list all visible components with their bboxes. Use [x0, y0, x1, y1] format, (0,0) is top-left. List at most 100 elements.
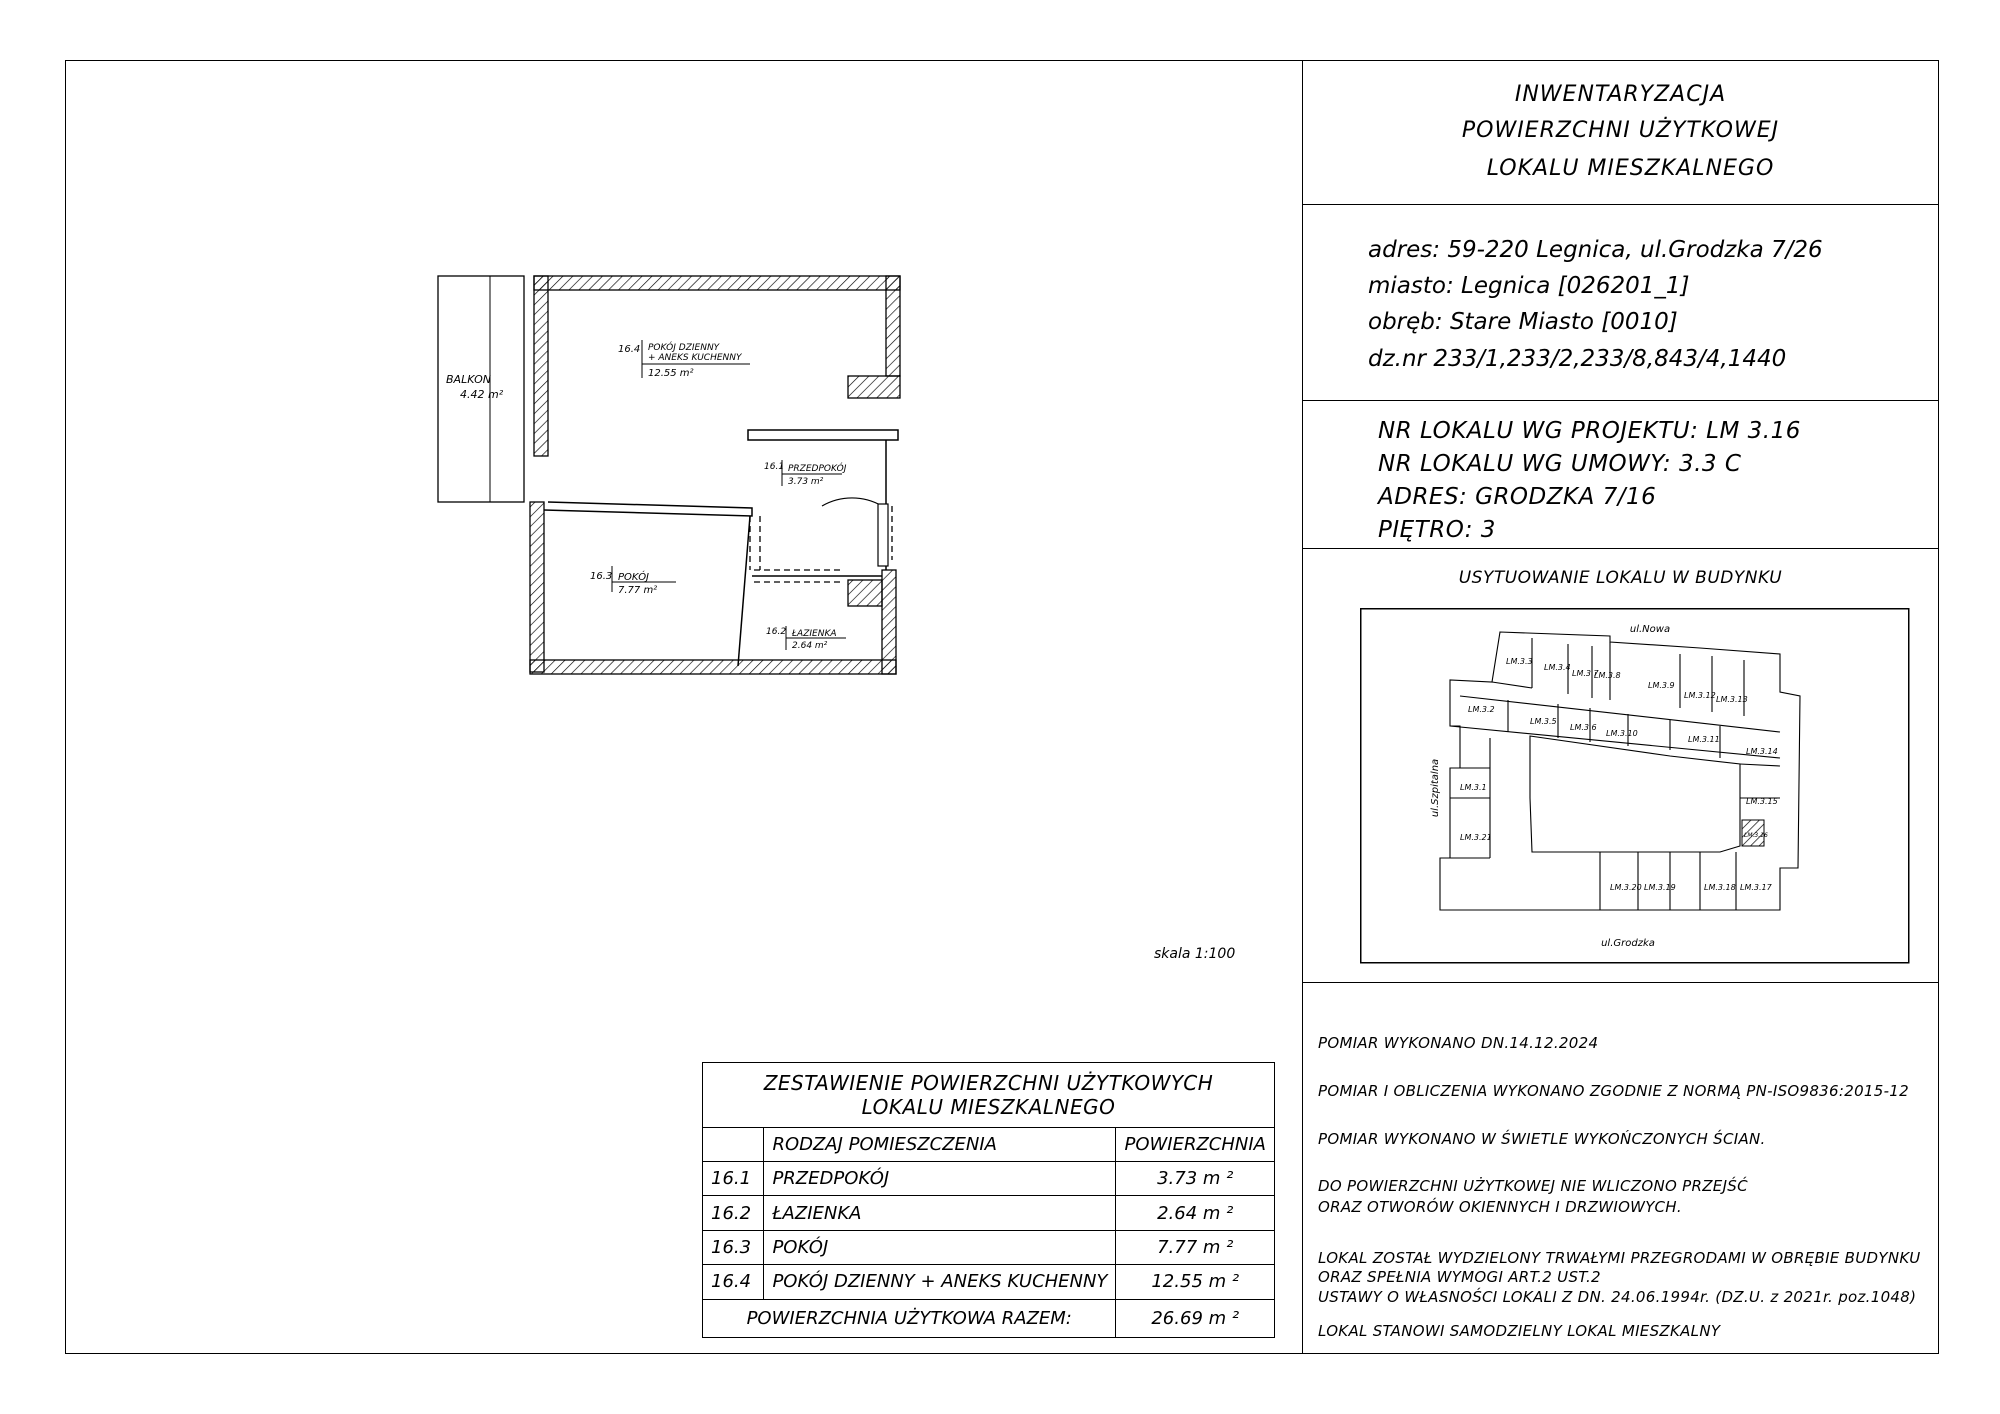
row-room-name: POKÓJ	[763, 1229, 1117, 1266]
note-przejscia-2: ORAZ OTWORÓW OKIENNYCH I DRZWIOWYCH.	[1318, 1198, 1682, 1216]
wall-right-step	[847, 375, 901, 399]
room-16-4-number: 16.4	[618, 344, 640, 355]
divider-address	[1302, 400, 1939, 401]
unit-label: LM.3.8	[1594, 671, 1621, 680]
partitions	[543, 429, 899, 667]
unit-label: LM.3.15	[1746, 797, 1778, 806]
header-number-cell	[701, 1126, 765, 1163]
header-area: POWIERZCHNIA	[1115, 1126, 1275, 1163]
unit-label: LM.3.11	[1688, 735, 1720, 744]
note-samodzielny: LOKAL STANOWI SAMODZIELNY LOKAL MIESZKAL…	[1318, 1322, 1721, 1340]
site-plan: LM.3.3 LM.3.4 LM.3.7 LM.3.8 LM.3.9 LM.3.…	[1360, 608, 1910, 964]
unit-label: LM.3.17	[1740, 883, 1773, 892]
balcony-name: BALKON	[446, 373, 491, 386]
unit-label: LM.3.21	[1460, 833, 1492, 842]
unit-label: LM.3.9	[1648, 681, 1675, 690]
floor-plan: BALKON 4.42 m² 16.4 POKÓJ DZIENNY + ANEK…	[437, 275, 901, 675]
wall-right-top	[885, 275, 901, 377]
row-area: 7.77 m ²	[1115, 1229, 1275, 1266]
unit-label: LM.3.7	[1572, 669, 1600, 678]
unit-label: LM.3.14	[1746, 747, 1778, 756]
unit-label: LM.3.1	[1460, 783, 1487, 792]
unit-labels: LM.3.3 LM.3.4 LM.3.7 LM.3.8 LM.3.9 LM.3.…	[1460, 657, 1778, 892]
room-16-3-number: 16.3	[590, 571, 612, 582]
address-obreb: obręb: Stare Miasto [0010]	[1368, 309, 1678, 335]
address-miasto: miasto: Legnica [026201_1]	[1368, 273, 1690, 299]
header-line-3: LOKALU MIESZKALNEGO	[1486, 156, 1775, 181]
table-title: ZESTAWIENIE POWIERZCHNI UŻYTKOWYCH LOKAL…	[702, 1062, 1275, 1128]
lokal-projekt: NR LOKALU WG PROJEKTU: LM 3.16	[1378, 418, 1801, 444]
room-16-4-name-2: + ANEKS KUCHENNY	[648, 353, 743, 363]
table-row: 16.3 POKÓJ 7.77 m ²	[701, 1229, 1275, 1266]
room-16-2-area: 2.64 m²	[792, 641, 828, 651]
unit-label: LM.3.3	[1506, 657, 1533, 666]
table-row: 16.1 PRZEDPOKÓJ 3.73 m ²	[701, 1161, 1275, 1197]
table-total-row: POWIERZCHNIA UŻYTKOWA RAZEM: 26.69 m ²	[701, 1298, 1275, 1339]
entrance-door-leaf	[877, 503, 889, 567]
divider-location	[1302, 982, 1939, 983]
unit-label: LM.3.2	[1468, 705, 1495, 714]
total-label: POWIERZCHNIA UŻYTKOWA RAZEM:	[701, 1298, 1117, 1339]
total-area: 26.69 m ²	[1115, 1298, 1275, 1339]
address-dzialki: dz.nr 233/1,233/2,233/8,843/4,1440	[1368, 346, 1787, 372]
row-number: 16.2	[701, 1195, 765, 1231]
room-labels: BALKON 4.42 m² 16.4 POKÓJ DZIENNY + ANEK…	[446, 340, 847, 651]
row-number: 16.4	[701, 1264, 765, 1300]
note-przejscia-1: DO POWIERZCHNI UŻYTKOWEJ NIE WLICZONO PR…	[1318, 1177, 1748, 1195]
row-room-name: ŁAZIENKA	[763, 1195, 1117, 1231]
table-row: 16.4 POKÓJ DZIENNY + ANEKS KUCHENNY 12.5…	[701, 1264, 1275, 1300]
room-16-4-name: POKÓJ DZIENNY	[648, 341, 721, 353]
room-16-1-number: 16.1	[764, 462, 784, 472]
drawing-frame	[65, 60, 1939, 1354]
unit-label: LM.3.4	[1544, 663, 1571, 672]
note-wydzielony-2: ORAZ SPEŁNIA WYMOGI ART.2 UST.2	[1318, 1268, 1601, 1286]
unit-label: LM.3.16	[1744, 832, 1768, 839]
site-plan-border	[1360, 608, 1910, 964]
divider-lokal	[1302, 548, 1939, 549]
unit-label: LM.3.5	[1530, 717, 1557, 726]
wall-bottom	[529, 659, 897, 675]
room-16-1-name: PRZEDPOKÓJ	[788, 462, 847, 474]
unit-label: LM.3.10	[1606, 729, 1638, 738]
wall-left-lower	[529, 501, 545, 673]
note-date: POMIAR WYKONANO DN.14.12.2024	[1318, 1034, 1599, 1052]
row-area: 2.64 m ²	[1115, 1195, 1275, 1231]
area-summary-table: ZESTAWIENIE POWIERZCHNI UŻYTKOWYCH LOKAL…	[701, 1062, 1275, 1339]
table-title-row: ZESTAWIENIE POWIERZCHNI UŻYTKOWYCH LOKAL…	[702, 1062, 1275, 1128]
header-room-type: RODZAJ POMIESZCZENIA	[763, 1126, 1117, 1163]
scale-label: skala 1:100	[1154, 946, 1236, 962]
table-header-row: RODZAJ POMIESZCZENIA POWIERZCHNIA	[701, 1126, 1275, 1163]
entrance-door-swing	[821, 497, 883, 566]
location-title: USYTUOWANIE LOKALU W BUDYNKU	[1458, 568, 1783, 588]
wall-top	[533, 275, 901, 291]
door-openings	[749, 506, 893, 583]
note-wydzielony-1: LOKAL ZOSTAŁ WYDZIELONY TRWAŁYMI PRZEGRO…	[1318, 1249, 1921, 1267]
unit-label: LM.3.6	[1570, 723, 1597, 732]
street-label-grodzka: ul.Grodzka	[1601, 938, 1655, 949]
street-label-szpitalna: ul.Szpitalna	[1430, 759, 1441, 817]
walls	[529, 275, 901, 675]
row-room-name: PRZEDPOKÓJ	[763, 1161, 1117, 1197]
unit-label: LM.3.18	[1704, 883, 1736, 892]
wall-bathroom-corner	[847, 579, 883, 607]
table-title-line-2: LOKALU MIESZKALNEGO	[861, 1094, 1116, 1119]
header-line-1: INWENTARYZACJA	[1514, 82, 1727, 107]
room-16-3-name: POKÓJ	[618, 570, 649, 583]
header-line-2: POWIERZCHNI UŻYTKOWEJ	[1461, 118, 1780, 143]
unit-label: LM.3.13	[1716, 695, 1748, 704]
room-16-4-area: 12.55 m²	[648, 368, 694, 379]
divider-header	[1302, 204, 1939, 205]
table-title-line-1: ZESTAWIENIE POWIERZCHNI UŻYTKOWYCH	[763, 1070, 1214, 1095]
row-number: 16.3	[701, 1229, 765, 1266]
note-norma: POMIAR I OBLICZENIA WYKONANO ZGODNIE Z N…	[1318, 1082, 1909, 1100]
highlighted-unit-lm-3-16	[1741, 819, 1765, 847]
note-wydzielony-3: USTAWY O WŁASNOŚCI LOKALI Z DN. 24.06.19…	[1318, 1288, 1917, 1306]
table-row: 16.2 ŁAZIENKA 2.64 m ²	[701, 1195, 1275, 1231]
room-16-1-area: 3.73 m²	[788, 477, 824, 487]
room-16-3-area: 7.77 m²	[618, 585, 657, 596]
lokal-umowa: NR LOKALU WG UMOWY: 3.3 C	[1378, 451, 1742, 477]
lokal-pietro: PIĘTRO: 3	[1378, 517, 1496, 543]
row-number: 16.1	[701, 1161, 765, 1197]
row-area: 3.73 m ²	[1115, 1161, 1275, 1197]
unit-label: LM.3.20	[1610, 883, 1642, 892]
